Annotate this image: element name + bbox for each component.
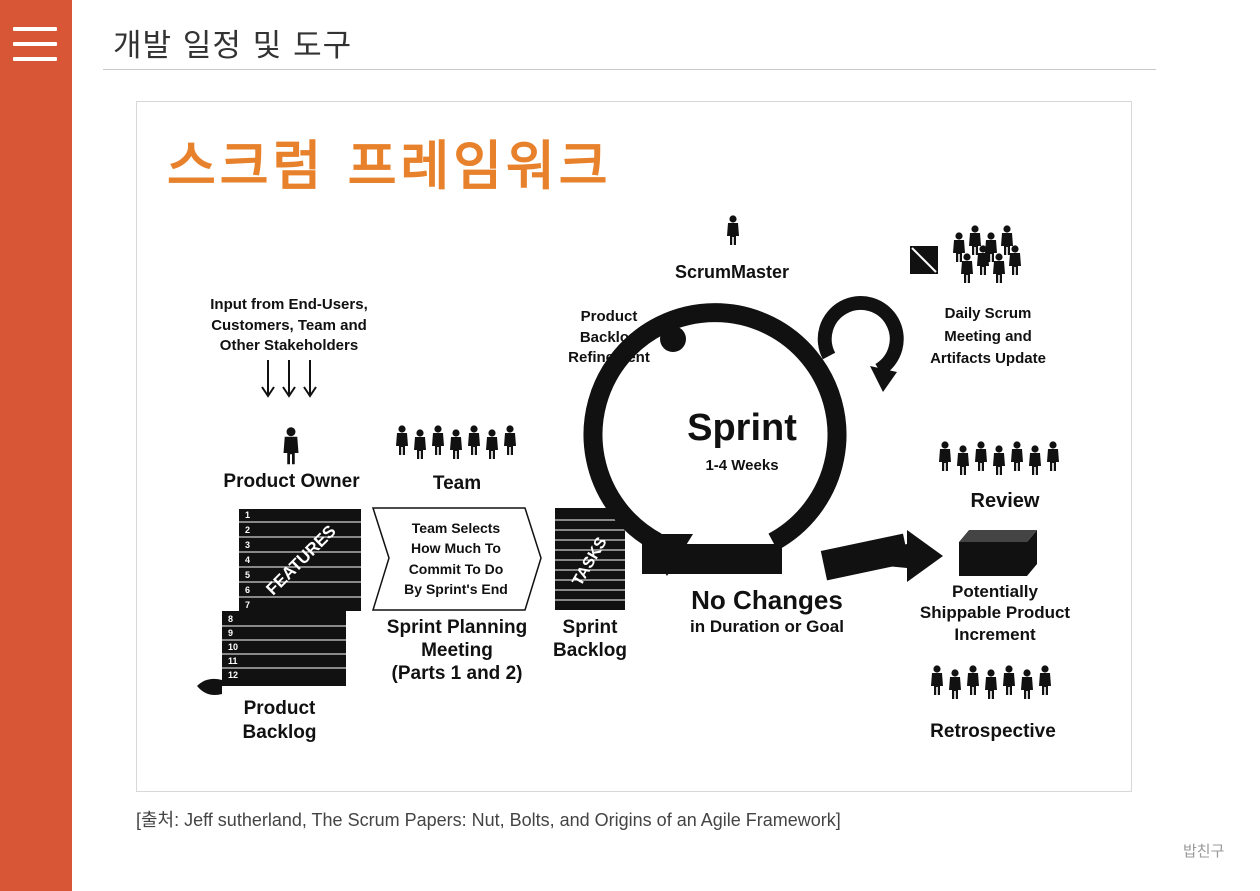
backlog-item-number: 7 — [245, 600, 250, 610]
scrummaster-person-icon — [727, 215, 739, 245]
input-from-stakeholders-label: Input from End-Users,Customers, Team and… — [209, 295, 369, 357]
backlog-item-number: 5 — [245, 570, 250, 580]
backlog-item-number: 9 — [228, 628, 233, 638]
no-changes-sub-label: in Duration or Goal — [667, 618, 867, 637]
review-label: Review — [945, 490, 1065, 512]
daily-scrum-people-icon — [910, 225, 1021, 283]
retrospective-people-icon — [931, 665, 1051, 699]
sprint-backlog-tasks: TASKS — [555, 508, 625, 610]
backlog-item-number: 1 — [245, 510, 250, 520]
backlog-item-number: 4 — [245, 555, 250, 565]
input-arrows — [262, 360, 316, 396]
backlog-item-number: 6 — [245, 585, 250, 595]
backlog-item-number: 2 — [245, 525, 250, 535]
sprint-label: Sprint — [672, 408, 812, 450]
backlog-item-number: 10 — [228, 642, 238, 652]
product-owner-person-icon — [284, 427, 299, 464]
retrospective-label: Retrospective — [915, 722, 1071, 743]
team-label: Team — [417, 474, 497, 495]
team-people-icon — [396, 425, 516, 459]
backlog-item-number: 8 — [228, 614, 233, 624]
scrummaster-label: ScrumMaster — [657, 263, 807, 283]
sidebar — [0, 0, 72, 891]
hamburger-menu-icon[interactable] — [13, 27, 57, 63]
backlog-item-number: 12 — [228, 670, 238, 680]
review-people-icon — [939, 441, 1059, 475]
diagram-heading: 스크럼 프레임워크 — [167, 124, 612, 200]
source-caption: [출처: Jeff sutherland, The Scrum Papers: … — [136, 806, 841, 832]
page-title: 개발 일정 및 도구 — [113, 20, 352, 65]
footer-brand: 밥친구 — [1183, 840, 1224, 861]
product-owner-label: Product Owner — [209, 472, 374, 493]
no-changes-label: No Changes — [667, 586, 867, 615]
sprint-duration-label: 1-4 Weeks — [692, 458, 792, 475]
increment-box-icon — [959, 530, 1037, 576]
backlog-item-number: 11 — [228, 656, 238, 666]
title-divider — [103, 69, 1156, 70]
backlog-item-number: 3 — [245, 540, 250, 550]
